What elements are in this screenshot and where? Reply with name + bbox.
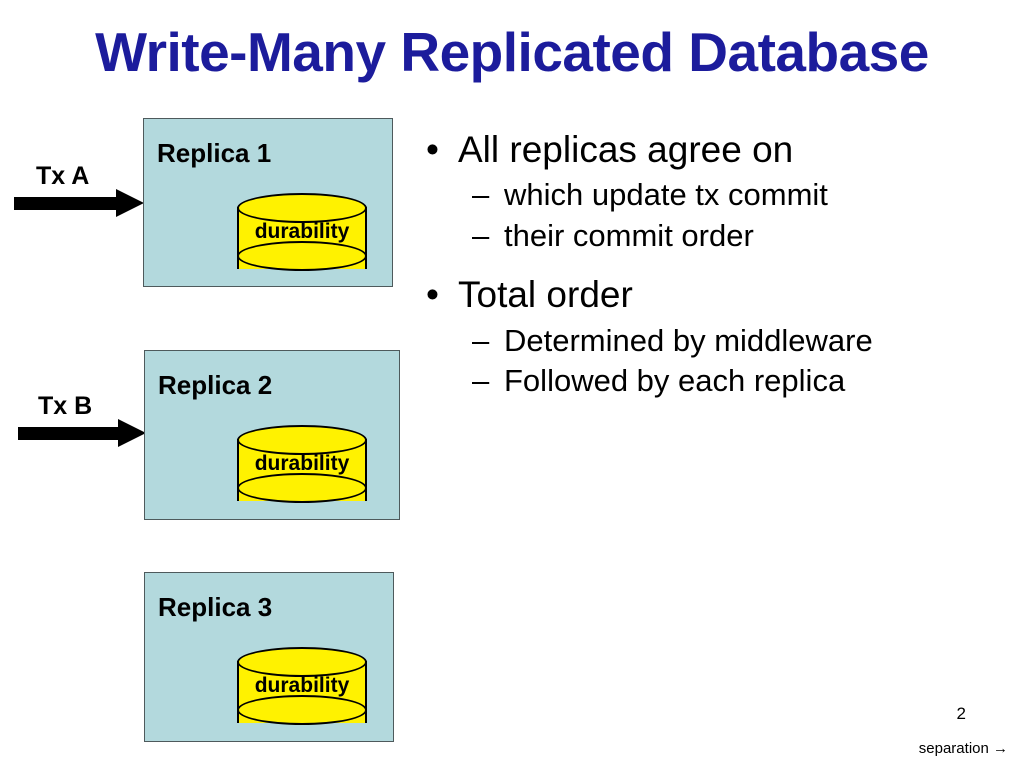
cylinder-top-ellipse bbox=[237, 425, 367, 455]
database-label-3: durability bbox=[254, 674, 350, 697]
bullet-sub-1-1: – which update tx commit bbox=[420, 175, 1010, 216]
cylinder-bottom-ellipse bbox=[237, 241, 367, 271]
database-label-2: durability bbox=[254, 452, 350, 475]
arrow-head bbox=[116, 189, 144, 217]
bullet-heading-1-text: All replicas agree on bbox=[458, 129, 794, 170]
bullet-sub-1-2-text: their commit order bbox=[504, 218, 754, 254]
bullet-sub-1-1-text: which update tx commit bbox=[504, 177, 828, 213]
replica-box-3[interactable]: Replica 3 durability bbox=[144, 572, 394, 742]
bullet-sub-1-2: – their commit order bbox=[420, 216, 1010, 257]
cylinder-top-ellipse bbox=[237, 647, 367, 677]
bullet-marker-icon: • bbox=[426, 129, 439, 170]
arrow-shaft bbox=[18, 427, 120, 440]
arrow-shaft bbox=[14, 197, 118, 210]
bullet-marker-icon: • bbox=[426, 274, 439, 316]
page-number: 2 bbox=[956, 704, 966, 723]
bullet-sub-2-1-text: Determined by middleware bbox=[504, 322, 873, 358]
database-cylinder-1: durability bbox=[237, 193, 367, 285]
bullet-sub-2-2: – Followed by each replica bbox=[420, 361, 1010, 402]
dash-marker-icon: – bbox=[472, 177, 490, 213]
dash-marker-icon: – bbox=[472, 363, 490, 399]
arrow-tx-a bbox=[14, 189, 144, 217]
bullet-group-spacer bbox=[420, 257, 1010, 271]
bullet-heading-2: • Total order bbox=[420, 271, 1010, 318]
dash-marker-icon: – bbox=[472, 322, 490, 358]
cylinder-bottom-ellipse bbox=[237, 695, 367, 725]
bullet-list: • All replicas agree on – which update t… bbox=[420, 126, 1010, 402]
database-cylinder-3: durability bbox=[237, 647, 367, 739]
database-cylinder-2: durability bbox=[237, 425, 367, 517]
tx-label-b: Tx B bbox=[38, 392, 93, 420]
cylinder-bottom-ellipse bbox=[237, 473, 367, 503]
footer-note: separation → bbox=[918, 740, 1008, 757]
bullet-sub-2-2-text: Followed by each replica bbox=[504, 363, 846, 399]
replica-box-2[interactable]: Replica 2 durability bbox=[144, 350, 400, 520]
replica-label-3: Replica 3 bbox=[158, 592, 273, 622]
replica-label-1: Replica 1 bbox=[157, 138, 272, 168]
arrow-tx-b bbox=[18, 419, 146, 447]
bullet-sub-2-1: – Determined by middleware bbox=[420, 321, 1010, 362]
bullet-heading-1: • All replicas agree on bbox=[420, 126, 1010, 173]
cylinder-top-ellipse bbox=[237, 193, 367, 223]
arrow-head bbox=[118, 419, 146, 447]
page-title: Write-Many Replicated Database bbox=[95, 21, 929, 83]
replica-box-1[interactable]: Replica 1 durability bbox=[143, 118, 393, 287]
dash-marker-icon: – bbox=[472, 218, 490, 254]
tx-label-a: Tx A bbox=[36, 162, 90, 190]
bullet-heading-2-text: Total order bbox=[458, 274, 633, 316]
replica-label-2: Replica 2 bbox=[158, 370, 273, 400]
database-label-1: durability bbox=[254, 220, 350, 243]
